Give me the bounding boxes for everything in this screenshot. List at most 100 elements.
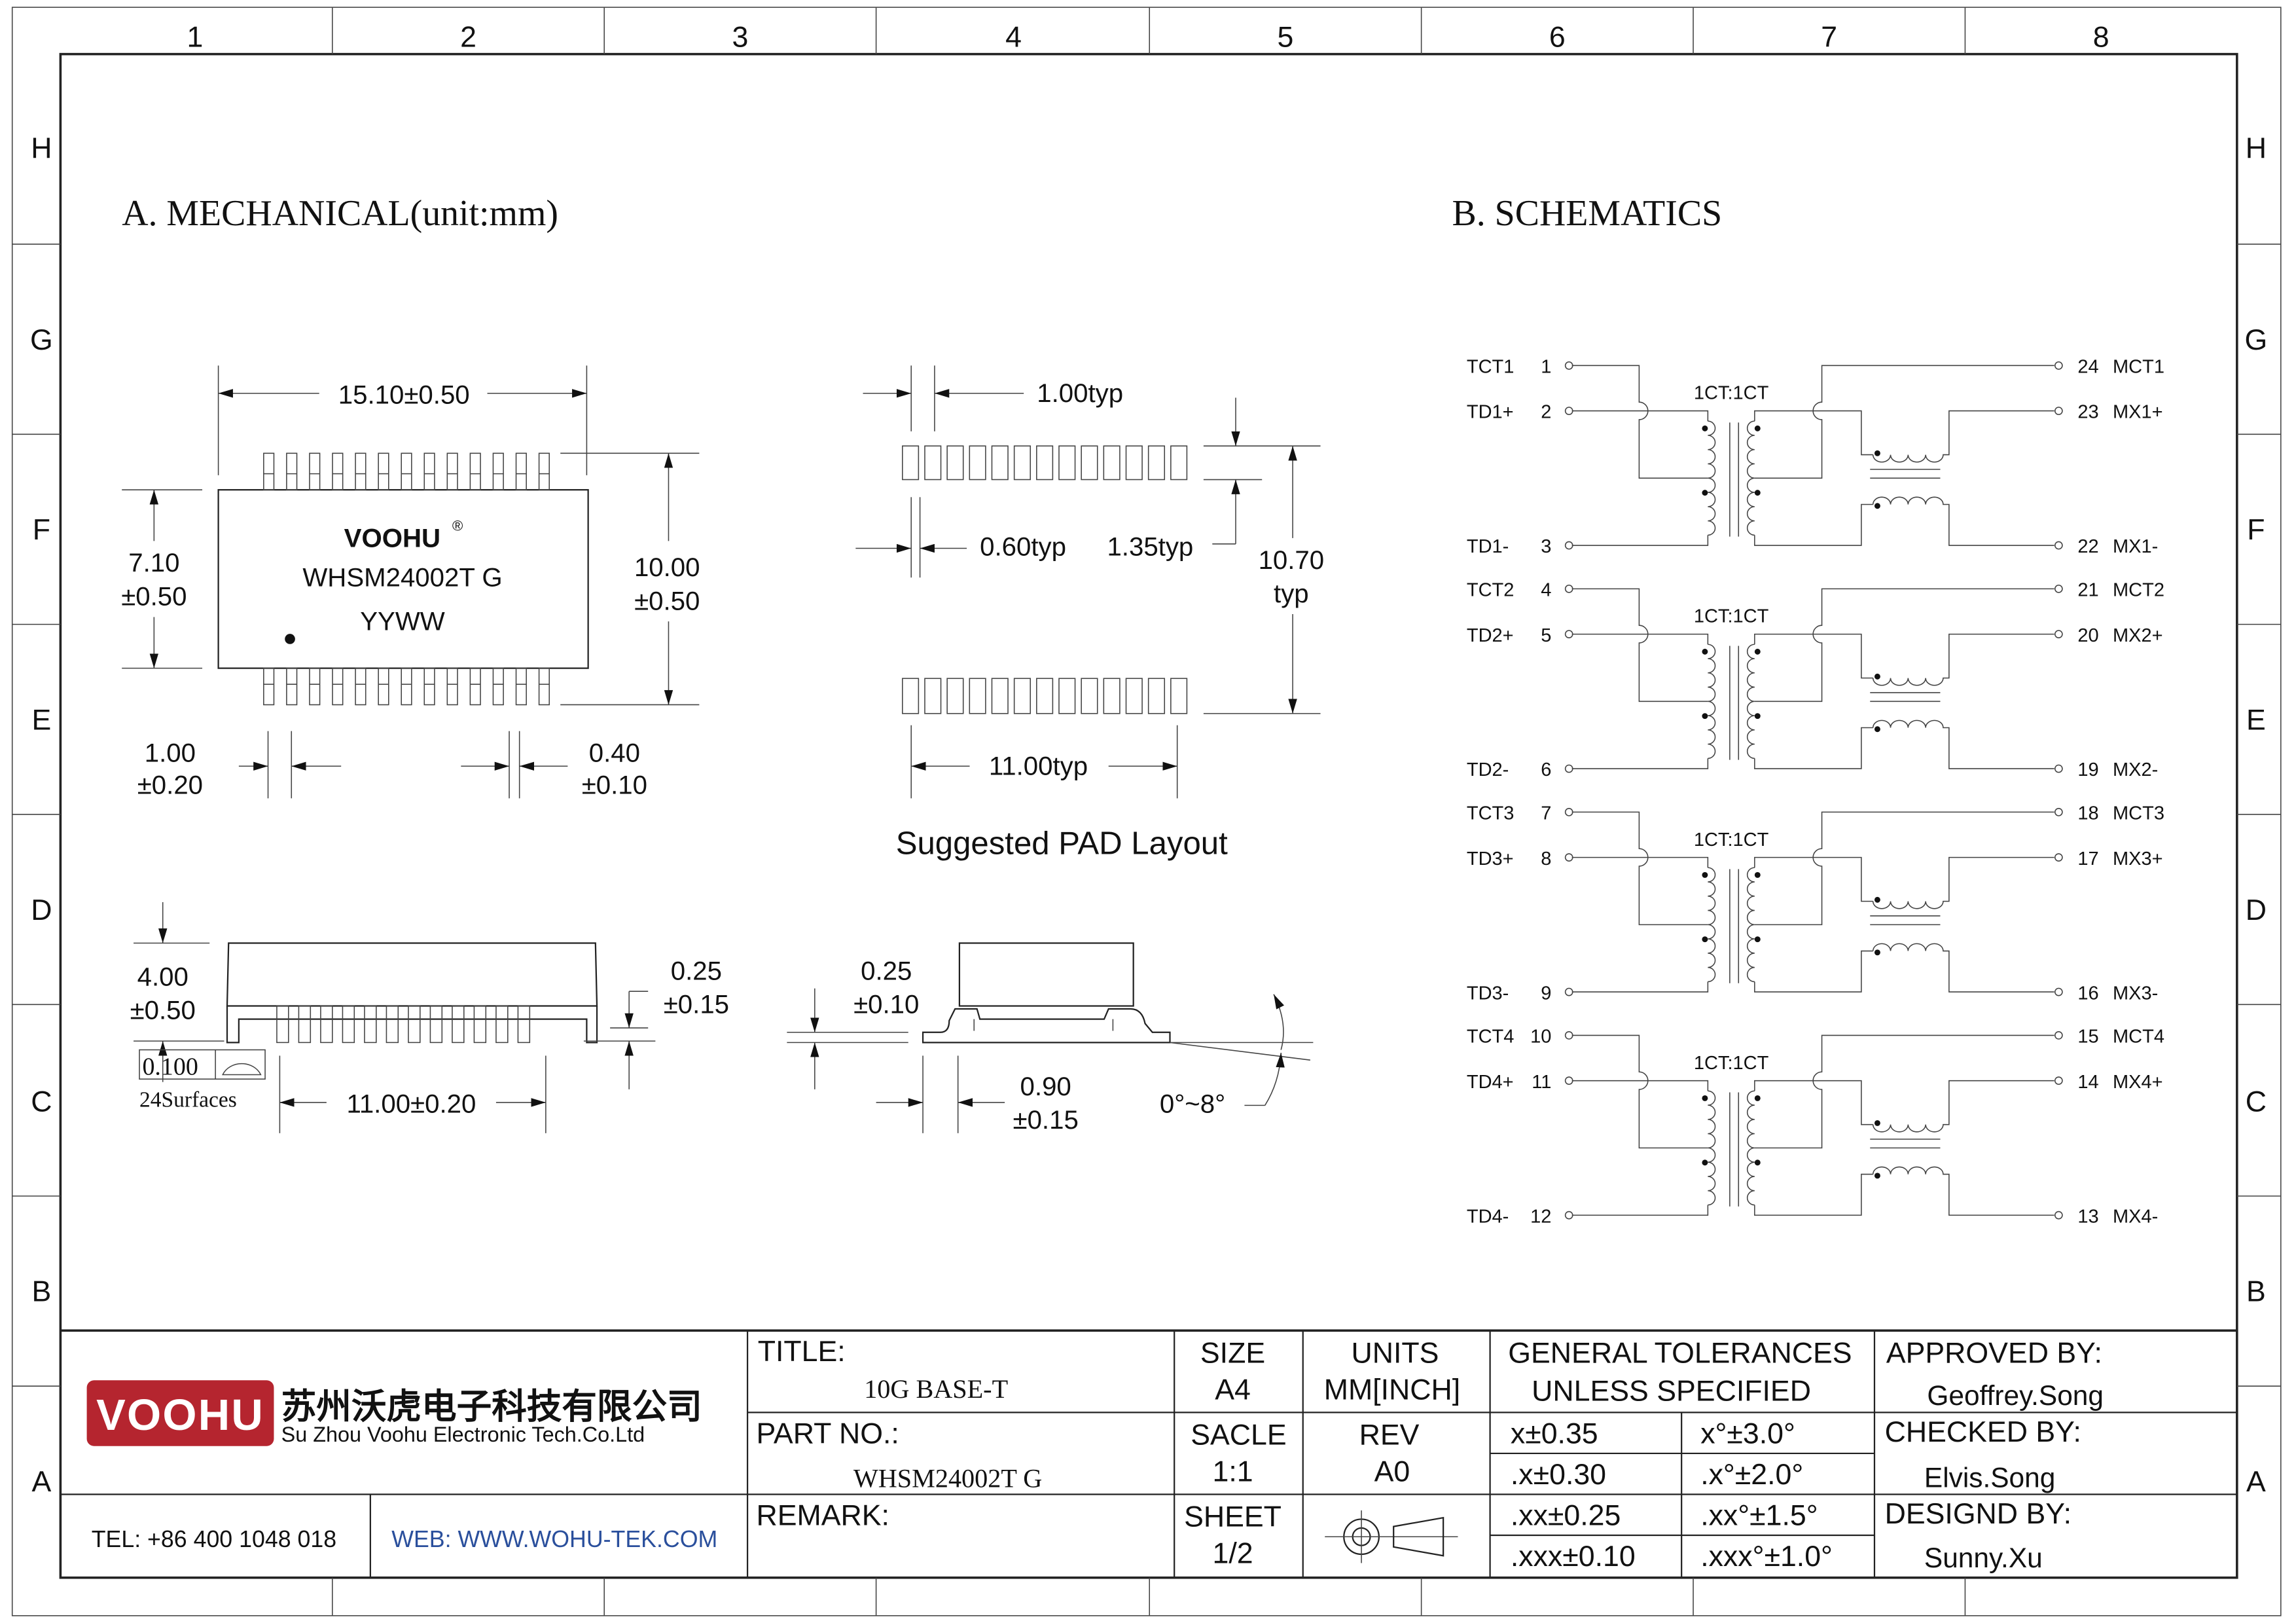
pin-number: 22 [2077,536,2098,557]
lead [355,452,367,490]
svg-text:10.00: 10.00 [634,553,700,582]
turns-ratio: 1CT:1CT [1694,1053,1769,1074]
svg-text:SHEET: SHEET [1184,1501,1282,1533]
pad [1125,445,1143,481]
pin-number: 8 [1541,848,1551,869]
company-name-cn: 苏州沃虎电子科技有限公司 [281,1387,702,1426]
zone-column-label: 5 [1278,21,1294,53]
svg-text:VOOHU: VOOHU [96,1391,264,1440]
svg-text:1/2: 1/2 [1212,1537,1253,1569]
svg-text:24Surfaces: 24Surfaces [139,1088,237,1112]
pin-terminal [1564,584,1573,593]
lead [263,667,275,706]
lead [446,667,458,706]
zone-row-label: F [33,514,50,546]
pin-terminal [1564,764,1573,773]
svg-text:1.00typ: 1.00typ [1037,378,1123,408]
pin-terminal [1564,1031,1573,1040]
turns-ratio: 1CT:1CT [1694,606,1769,627]
svg-text:typ: typ [1274,579,1309,608]
zone-row-label: G [2244,324,2267,356]
svg-text:±0.10: ±0.10 [582,771,647,800]
zone-column-label: 8 [2093,21,2109,53]
pin-number: 1 [1541,356,1551,377]
lead [429,1005,443,1044]
pin-terminal [1564,853,1573,862]
title-value: 10G BASE-T [864,1374,1008,1404]
pin-name: MCT1 [2113,356,2164,377]
lead [298,1005,312,1044]
pad [902,678,920,714]
pin-number: 6 [1541,759,1551,780]
svg-text:A4: A4 [1215,1374,1251,1406]
lead [469,667,481,706]
lead [276,1005,289,1044]
lead [452,1005,465,1044]
svg-text:UNITS: UNITS [1351,1337,1439,1369]
pin-name: TD3+ [1467,848,1514,869]
pin1-dot [285,634,295,644]
pin-terminal [2054,764,2063,773]
tolerance-linear: .x±0.30 [1511,1459,1606,1491]
pin-terminal [1564,808,1573,816]
pin-name: TD1- [1467,536,1509,557]
pin-number: 3 [1541,536,1551,557]
top-view-drawing: VOOHU ® WHSM24002T G YYWW 15.10±0.50 7.1… [121,365,700,800]
pin-terminal [2054,853,2063,862]
pin-name: TD4- [1467,1206,1509,1227]
pin-terminal [2054,1076,2063,1085]
svg-text:REMARK:: REMARK: [756,1499,889,1531]
svg-text:1.00: 1.00 [145,739,196,768]
brand-mark: VOOHU [344,523,440,553]
pad [1147,678,1166,714]
pin-terminal [1564,1076,1573,1085]
svg-text:UNLESS SPECIFIED: UNLESS SPECIFIED [1532,1376,1811,1408]
lead [342,1005,355,1044]
lead-profile-drawing: 0.25 ±0.10 0.90 ±0.15 0°~8° [787,942,1314,1135]
svg-text:7.10: 7.10 [128,548,179,577]
pin-name: MX4+ [2113,1072,2163,1093]
zone-row-label: B [31,1276,51,1308]
svg-text:1.35typ: 1.35typ [1107,532,1193,562]
svg-text:11.00±0.20: 11.00±0.20 [346,1089,476,1119]
pin-name: TD4+ [1467,1072,1514,1093]
pin-number: 11 [1532,1072,1551,1093]
pin-number: 18 [2077,803,2098,824]
lead [469,452,481,490]
pad [924,445,942,481]
svg-text:®: ® [452,518,463,534]
svg-text:TITLE:: TITLE: [758,1336,846,1368]
pin-name: MX3+ [2113,848,2163,869]
approver: Geoffrey.Song [1927,1380,2104,1411]
checker: Elvis.Song [1924,1462,2055,1493]
svg-text:4.00: 4.00 [137,962,188,991]
lead [364,1005,377,1044]
pin-name: MX4- [2113,1206,2158,1227]
part-marking: WHSM24002T G [302,563,502,593]
web-link[interactable]: WEB: WWW.WOHU-TEK.COM [391,1526,717,1552]
svg-text:0.25: 0.25 [861,956,912,985]
zone-row-label: C [2246,1085,2267,1118]
pad [1081,678,1098,714]
pin-number: 17 [2077,848,2098,869]
tolerance-angular: x°±3.0° [1700,1417,1795,1450]
pad-layout-drawing: 1.00typ 0.60typ 1.35typ 10.70 typ 11.00t… [855,365,1324,861]
turns-ratio: 1CT:1CT [1694,830,1769,850]
pad [1058,445,1076,481]
pin-terminal [1564,987,1573,996]
tolerance-linear: .xx±0.25 [1511,1499,1621,1531]
coplanarity-frame [139,1049,266,1080]
lead [408,1005,421,1044]
svg-text:REV: REV [1359,1419,1420,1451]
svg-text:A0: A0 [1374,1455,1410,1487]
pad [1170,678,1188,714]
pin-number: 10 [1530,1027,1551,1048]
lead [332,452,344,490]
lead [309,452,321,490]
zone-row-label: B [2246,1276,2266,1308]
pin-number: 13 [2077,1206,2098,1227]
pin-terminal [1564,541,1573,550]
